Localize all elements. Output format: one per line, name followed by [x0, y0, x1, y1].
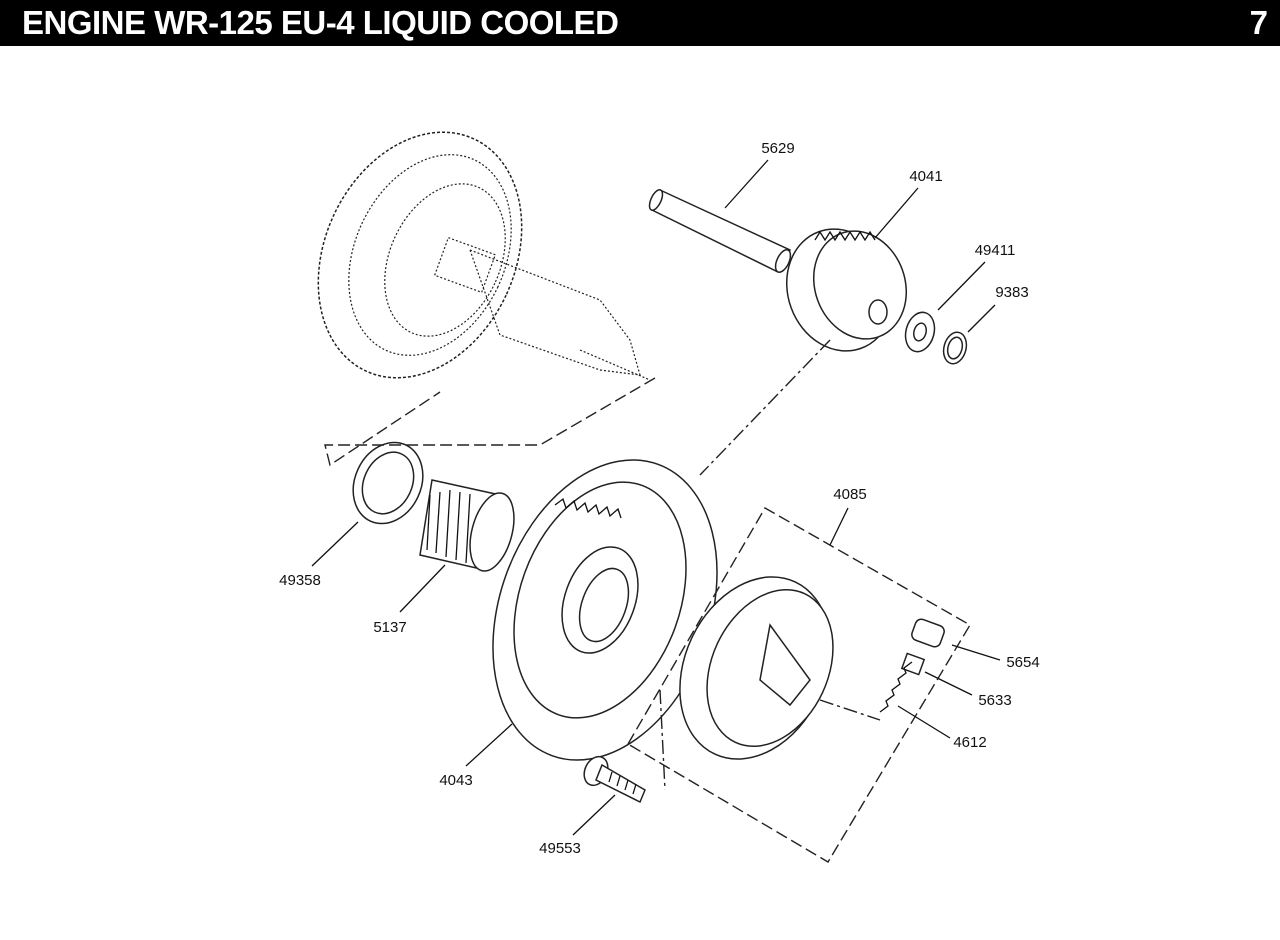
part-roller-5654 — [911, 618, 945, 648]
exploded-parts-diagram: 5629 4041 49411 9383 49358 5137 4085 565… — [279, 131, 1040, 863]
part-label-4085: 4085 — [833, 486, 866, 503]
assembly-line — [699, 339, 831, 476]
part-label-49358: 49358 — [279, 572, 321, 589]
assembly-line — [659, 689, 881, 791]
header-bar: ENGINE WR-125 EU-4 LIQUID COOLED 7 — [0, 0, 1280, 46]
part-bearing-5137 — [419, 479, 515, 572]
part-pin-5629 — [648, 188, 792, 273]
part-label-4041: 4041 — [909, 168, 942, 185]
assembly-line — [324, 377, 656, 467]
part-label-5633: 5633 — [978, 692, 1011, 709]
part-spring-4612 — [879, 661, 913, 713]
part-label-5629: 5629 — [761, 140, 794, 157]
part-label-5137: 5137 — [373, 619, 406, 636]
part-circlip-9383 — [942, 331, 968, 365]
page-title: ENGINE WR-125 EU-4 LIQUID COOLED — [22, 4, 619, 41]
part-label-9383: 9383 — [995, 284, 1028, 301]
part-bolt-49553 — [583, 755, 646, 804]
part-label-49411: 49411 — [975, 242, 1016, 259]
page-number: 7 — [1249, 4, 1268, 41]
part-label-5654: 5654 — [1006, 654, 1039, 671]
part-plunger-5633 — [900, 652, 926, 676]
part-washer-49411 — [904, 311, 936, 353]
part-gear-4043 — [492, 459, 718, 761]
part-washer-49358 — [352, 441, 424, 525]
part-label-4043: 4043 — [439, 772, 472, 789]
crankshaft-assembly — [317, 131, 651, 381]
part-label-4612: 4612 — [953, 734, 986, 751]
part-clutch-4085 — [627, 507, 971, 863]
part-label-49553: 49553 — [539, 840, 581, 857]
part-gear-4041 — [785, 228, 908, 352]
leader-lines — [311, 159, 1001, 836]
